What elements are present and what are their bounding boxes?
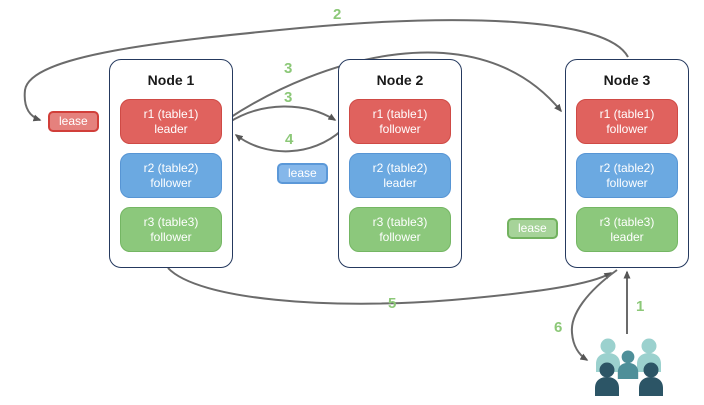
replica-label: r2 (table2) (372, 160, 428, 175)
replica-label: r1 (table1) (599, 106, 655, 121)
node-3-replica-r1: r1 (table1) follower (576, 99, 678, 144)
lease-tag-green: lease (507, 218, 558, 239)
replica-role: follower (150, 229, 192, 244)
step-label-2: 2 (333, 6, 342, 23)
replica-role: follower (150, 175, 192, 190)
step-label-5: 5 (388, 295, 397, 312)
replica-role: follower (379, 121, 421, 136)
step-label-3b: 3 (284, 89, 293, 106)
node-1-replica-r1: r1 (table1) leader (120, 99, 222, 144)
replica-role: leader (154, 121, 188, 136)
step-label-1: 1 (636, 298, 645, 315)
step-label-4: 4 (285, 131, 294, 148)
replica-label: r3 (table3) (372, 214, 428, 229)
node-3-replica-r3: r3 (table3) leader (576, 207, 678, 252)
person-middle (617, 350, 639, 379)
replica-label: r2 (table2) (599, 160, 655, 175)
lease-tag-blue: lease (277, 163, 328, 184)
users-group-icon (595, 338, 663, 396)
replica-label: r3 (table3) (599, 214, 655, 229)
replica-label: r2 (table2) (143, 160, 199, 175)
replica-label: r1 (table1) (372, 106, 428, 121)
node-2-replica-r3: r3 (table3) follower (349, 207, 451, 252)
step-label-6: 6 (554, 319, 563, 336)
node-3-replica-r2: r2 (table2) follower (576, 153, 678, 198)
replica-role: follower (606, 121, 648, 136)
replica-role: follower (379, 229, 421, 244)
node-1-replica-r2: r2 (table2) follower (120, 153, 222, 198)
replica-label: r1 (table1) (143, 106, 199, 121)
node-3: Node 3 r1 (table1) follower r2 (table2) … (565, 59, 689, 268)
node-1-title: Node 1 (147, 72, 195, 88)
node-1: Node 1 r1 (table1) leader r2 (table2) fo… (109, 59, 233, 268)
arrow-step3-node1-to-node2 (227, 105, 337, 124)
replica-role: follower (606, 175, 648, 190)
node-3-title: Node 3 (603, 72, 651, 88)
node-2-replica-r2: r2 (table2) leader (349, 153, 451, 198)
replica-label: r3 (table3) (143, 214, 199, 229)
node-2-replica-r1: r1 (table1) follower (349, 99, 451, 144)
lease-tag-red: lease (48, 111, 99, 132)
node-1-replica-r3: r3 (table3) follower (120, 207, 222, 252)
step-label-3a: 3 (284, 60, 293, 77)
node-2-title: Node 2 (376, 72, 424, 88)
replica-role: leader (610, 229, 644, 244)
replica-role: leader (383, 175, 417, 190)
node-2: Node 2 r1 (table1) follower r2 (table2) … (338, 59, 462, 268)
